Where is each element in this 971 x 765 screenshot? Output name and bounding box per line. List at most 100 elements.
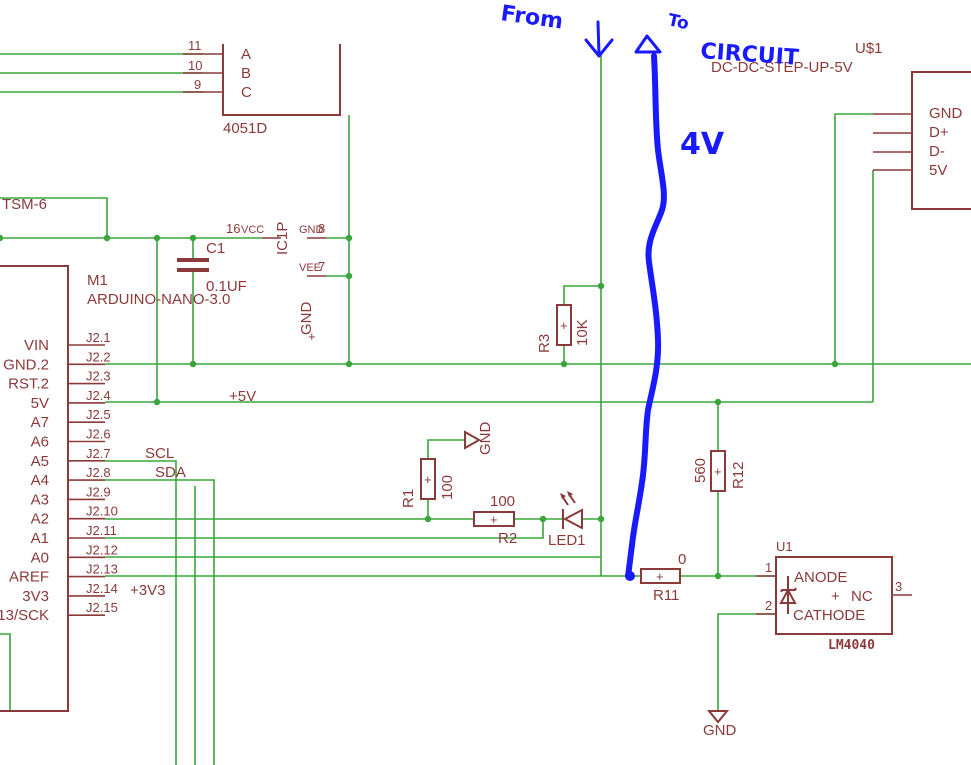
arduino-pin-name: A3 <box>31 491 49 508</box>
arduino-pin-name: A4 <box>31 472 49 489</box>
u1-pin3: 3 <box>895 579 902 594</box>
u1-anode: ANODE <box>794 569 847 586</box>
from-arrow-icon <box>584 20 614 58</box>
led1-ref: LED1 <box>548 532 586 549</box>
arduino-pin-name: A5 <box>31 453 49 470</box>
resistor-r11: + 0 R11 <box>640 551 686 604</box>
u1-lm4040: U1 1 2 3 ANODE CATHODE NC + LM4040 <box>756 539 912 653</box>
mux-port-b: B <box>241 65 251 82</box>
arduino-header-label: J2.7 <box>86 446 111 461</box>
r11-ref: R11 <box>653 587 679 604</box>
ic1p-pin16: 16 <box>226 221 240 236</box>
mux-pin-10: 10 <box>188 58 202 73</box>
r11-value: 0 <box>678 551 686 568</box>
arduino-value: ARDUINO-NANO-3.0 <box>87 291 230 308</box>
net-plus3v3: +3V3 <box>130 582 165 599</box>
ic1p-pin8: 8 <box>318 221 325 236</box>
r1-plus: + <box>424 472 432 487</box>
gnd-symbol-u1: GND <box>703 710 737 739</box>
ic1p-vcc: VCC <box>241 224 264 236</box>
r3-value: 10K <box>574 319 591 346</box>
net-plus5v: +5V <box>229 388 256 405</box>
arduino-header-label: J2.2 <box>86 349 111 364</box>
arduino-pin-name: A2 <box>31 511 49 528</box>
arduino-header-label: J2.4 <box>86 388 111 403</box>
step-up-pin-dminus: D- <box>929 143 945 160</box>
r1-value: 100 <box>439 475 456 500</box>
arduino-pin-name: A0 <box>31 549 49 566</box>
ic1p-gnd-rot: GND <box>298 302 315 336</box>
arduino-header-label: J2.14 <box>86 581 118 596</box>
u1-nc: NC <box>851 588 873 605</box>
led-led1: LED1 <box>548 491 586 549</box>
resistor-r2: + 100 R2 <box>473 493 517 547</box>
net-sda: SDA <box>155 464 186 481</box>
arduino-pin-name: 13/SCK <box>0 607 49 624</box>
u1-part: LM4040 <box>828 638 875 653</box>
step-up-value: DC-DC-STEP-UP-5V <box>711 59 853 76</box>
resistor-r1: + R1 100 <box>400 458 456 508</box>
u1-plus: + <box>831 588 840 605</box>
gnd-symbol-r1: GND <box>464 422 494 456</box>
r12-plus: + <box>714 464 722 479</box>
u1-pin1: 1 <box>765 560 772 575</box>
ic1p-plus: + <box>308 329 316 344</box>
arduino-header-label: J2.9 <box>86 484 111 499</box>
mux-pin-11: 11 <box>188 38 202 53</box>
wires <box>0 53 971 765</box>
arduino-header-label: J2.10 <box>86 504 118 519</box>
handwritten-annotations: From To CIRCUIT 4V <box>499 1 800 581</box>
mux-pin-9: 9 <box>194 77 201 92</box>
ink-stroke <box>625 53 667 579</box>
arduino-pin-name: A7 <box>31 414 49 431</box>
arduino-header-label: J2.13 <box>86 562 118 577</box>
u1-cathode: CATHODE <box>793 607 865 624</box>
arduino-header-label: J2.15 <box>86 600 118 615</box>
junctions <box>0 234 839 580</box>
resistor-r3: + R3 10K <box>536 304 591 353</box>
ic1p-gnd: GND <box>299 224 324 236</box>
mux-ref: 4051D <box>223 120 267 137</box>
r1-ref: R1 <box>400 489 417 508</box>
arduino-pin-name: 5V <box>31 395 49 412</box>
arduino-pin-name: AREF <box>9 569 49 586</box>
c1-ref: C1 <box>206 240 225 257</box>
to-arrow-icon <box>634 34 662 54</box>
ink-voltage: 4V <box>680 127 725 162</box>
ic1p-vee: VEE <box>299 262 321 274</box>
r3-ref: R3 <box>536 334 553 353</box>
r2-value: 100 <box>490 493 515 510</box>
arduino-pin-name: A1 <box>31 530 49 547</box>
ink-to: To <box>666 10 691 34</box>
mux-port-c: C <box>241 84 252 101</box>
tsm6-label: TSM-6 <box>2 196 47 213</box>
arduino-header-label: J2.3 <box>86 369 111 384</box>
step-up-ref: U$1 <box>855 40 883 57</box>
ic1p-power: 16 VCC GND 8 VEE 7 IC1P GND + <box>226 221 326 344</box>
r11-plus: + <box>656 569 664 584</box>
arduino-header-label: J2.12 <box>86 542 118 557</box>
gnd-label-r1: GND <box>477 422 494 456</box>
ink-from: From <box>499 1 564 34</box>
mux-4051d: 11 10 9 A B C 4051D <box>183 38 341 137</box>
ink-dot <box>625 571 635 581</box>
ic1p-pin7: 7 <box>318 259 325 274</box>
r2-ref: R2 <box>498 530 517 547</box>
r3-plus: + <box>560 318 568 333</box>
u1-ref: U1 <box>776 539 793 554</box>
step-up-pin-dplus: D+ <box>929 124 949 141</box>
arduino-header-label: J2.6 <box>86 427 111 442</box>
net-scl: SCL <box>145 445 174 462</box>
arduino-header-label: J2.1 <box>86 330 111 345</box>
arduino-header-label: J2.5 <box>86 407 111 422</box>
arduino-header-label: J2.11 <box>86 523 117 538</box>
arduino-pin-name: RST.2 <box>8 376 49 393</box>
arduino-ref: M1 <box>87 272 108 289</box>
mux-port-a: A <box>241 46 251 63</box>
arduino-pin-name: A6 <box>31 434 49 451</box>
arduino-pin-name: 3V3 <box>22 588 49 605</box>
